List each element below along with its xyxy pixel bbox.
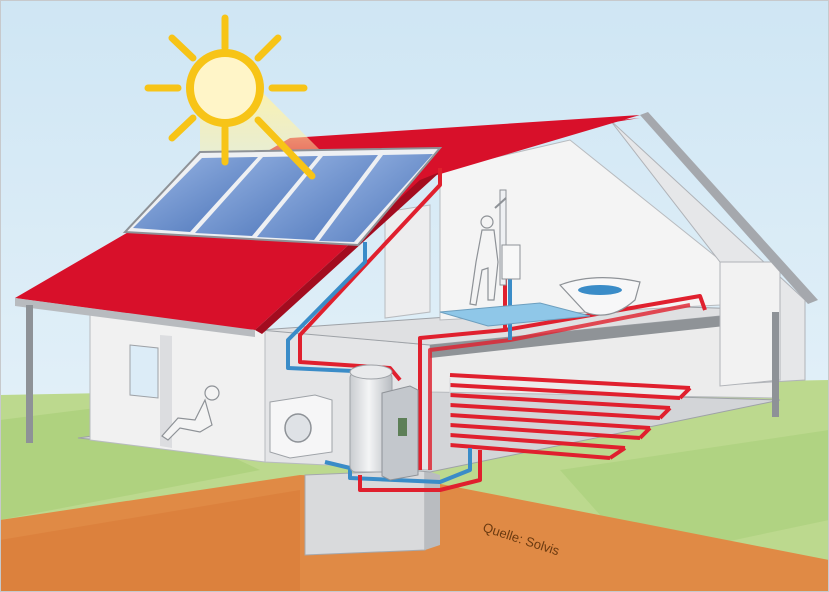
grass-tiles-left [0, 405, 260, 520]
person-showering-icon [469, 215, 499, 306]
solar-cold-pipe [286, 242, 376, 374]
upper-floor-slab-edge [430, 310, 780, 358]
solar-panel-2 [195, 156, 318, 236]
ground-pipes [324, 448, 482, 492]
shower-tray [439, 302, 591, 327]
gable-right-side [719, 261, 781, 387]
underfloor-heating [449, 373, 692, 460]
solar-panel-3 [257, 155, 378, 240]
left-post [26, 305, 33, 443]
roof-ridge-dark [255, 172, 440, 334]
sun-icon [144, 14, 316, 180]
solar-panel-4 [319, 154, 433, 242]
boiler-unit [381, 385, 419, 481]
washing-machine [269, 394, 333, 459]
window [129, 344, 159, 399]
bath-cold-pipe [428, 303, 691, 470]
soil-front-shade [0, 490, 300, 592]
solar-collector [122, 146, 443, 247]
person-sitting-icon [161, 385, 220, 441]
interior-wall [160, 335, 172, 448]
bathtub-icon [558, 277, 641, 316]
right-post [772, 312, 779, 417]
roof-right-edge [640, 112, 818, 304]
roof-fascia [15, 298, 255, 337]
solar-panel-1 [133, 157, 258, 232]
foundation [304, 469, 426, 556]
shower-icon [494, 189, 521, 286]
